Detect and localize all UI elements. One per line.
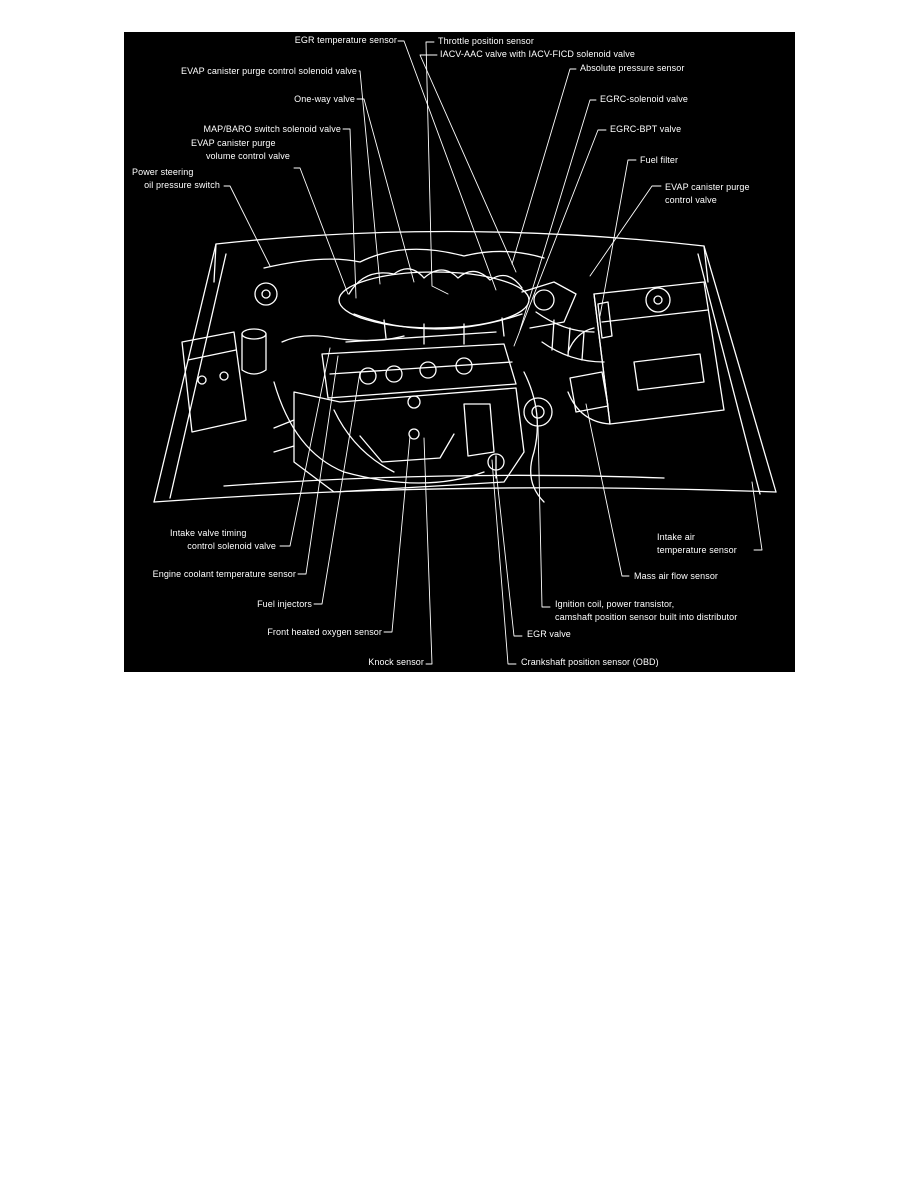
intake-duct	[535, 311, 605, 363]
label-fuel-filter: Fuel filter	[640, 155, 679, 165]
label-egr-valve: EGR valve	[527, 629, 571, 639]
label-mass-air-flow-sensor: Mass air flow sensor	[634, 571, 719, 581]
label-power-steering-line2: oil pressure switch	[144, 180, 220, 190]
label-knock-sensor: Knock sensor	[368, 657, 424, 667]
engine-block	[273, 387, 525, 493]
intake-manifold	[338, 268, 577, 345]
label-crankshaft-position-sensor: Crankshaft position sensor (OBD)	[521, 657, 659, 667]
label-intake-valve-timing-line1: Intake valve timing	[170, 528, 247, 538]
label-evap-canister-purge-control-solenoid-valve: EVAP canister purge control solenoid val…	[181, 66, 357, 76]
engine-line-art	[153, 40, 777, 665]
label-one-way-valve: One-way valve	[294, 94, 355, 104]
label-map-baro-switch-solenoid-valve: MAP/BARO switch solenoid valve	[203, 124, 341, 134]
label-ignition-coil-line1: Ignition coil, power transistor,	[555, 599, 675, 609]
leader-lines	[223, 40, 763, 665]
label-ignition-coil-line2: camshaft position sensor built into dist…	[555, 612, 738, 622]
label-intake-valve-timing-line2: control solenoid valve	[187, 541, 276, 551]
label-iacv-aac-valve: IACV-AAC valve with IACV-FICD solenoid v…	[440, 49, 635, 59]
label-evap-canister-purge-control-valve-line1: EVAP canister purge	[665, 182, 750, 192]
label-egrc-bpt-valve: EGRC-BPT valve	[610, 124, 682, 134]
power-steering-reservoir	[241, 328, 267, 375]
fuel-filter	[597, 301, 613, 339]
wiring-harness	[223, 248, 665, 503]
battery	[181, 331, 247, 433]
label-absolute-pressure-sensor: Absolute pressure sensor	[580, 63, 685, 73]
label-intake-air-temperature-sensor-line1: Intake air	[657, 532, 696, 542]
label-evap-canister-purge-volume-control-valve-line2: volume control valve	[205, 151, 290, 161]
valve-cover	[321, 331, 517, 399]
label-throttle-position-sensor: Throttle position sensor	[438, 36, 534, 46]
body-outline	[153, 230, 777, 503]
label-fuel-injectors: Fuel injectors	[257, 599, 312, 609]
distributor	[523, 397, 553, 427]
label-egrc-solenoid-valve: EGRC-solenoid valve	[600, 94, 688, 104]
label-egr-temperature-sensor: EGR temperature sensor	[294, 35, 397, 45]
strut-towers	[254, 282, 671, 313]
label-evap-canister-purge-volume-control-valve-line1: EVAP canister purge	[191, 138, 276, 148]
label-power-steering-line1: Power steering	[132, 167, 194, 177]
label-front-heated-oxygen-sensor: Front heated oxygen sensor	[267, 627, 382, 637]
maf-sensor	[569, 371, 609, 413]
engine-compartment-diagram: EGR temperature sensor Throttle position…	[124, 32, 795, 672]
label-intake-air-temperature-sensor-line2: temperature sensor	[657, 545, 737, 555]
label-engine-coolant-temperature-sensor: Engine coolant temperature sensor	[152, 569, 296, 579]
label-evap-canister-purge-control-valve-line2: control valve	[665, 195, 717, 205]
